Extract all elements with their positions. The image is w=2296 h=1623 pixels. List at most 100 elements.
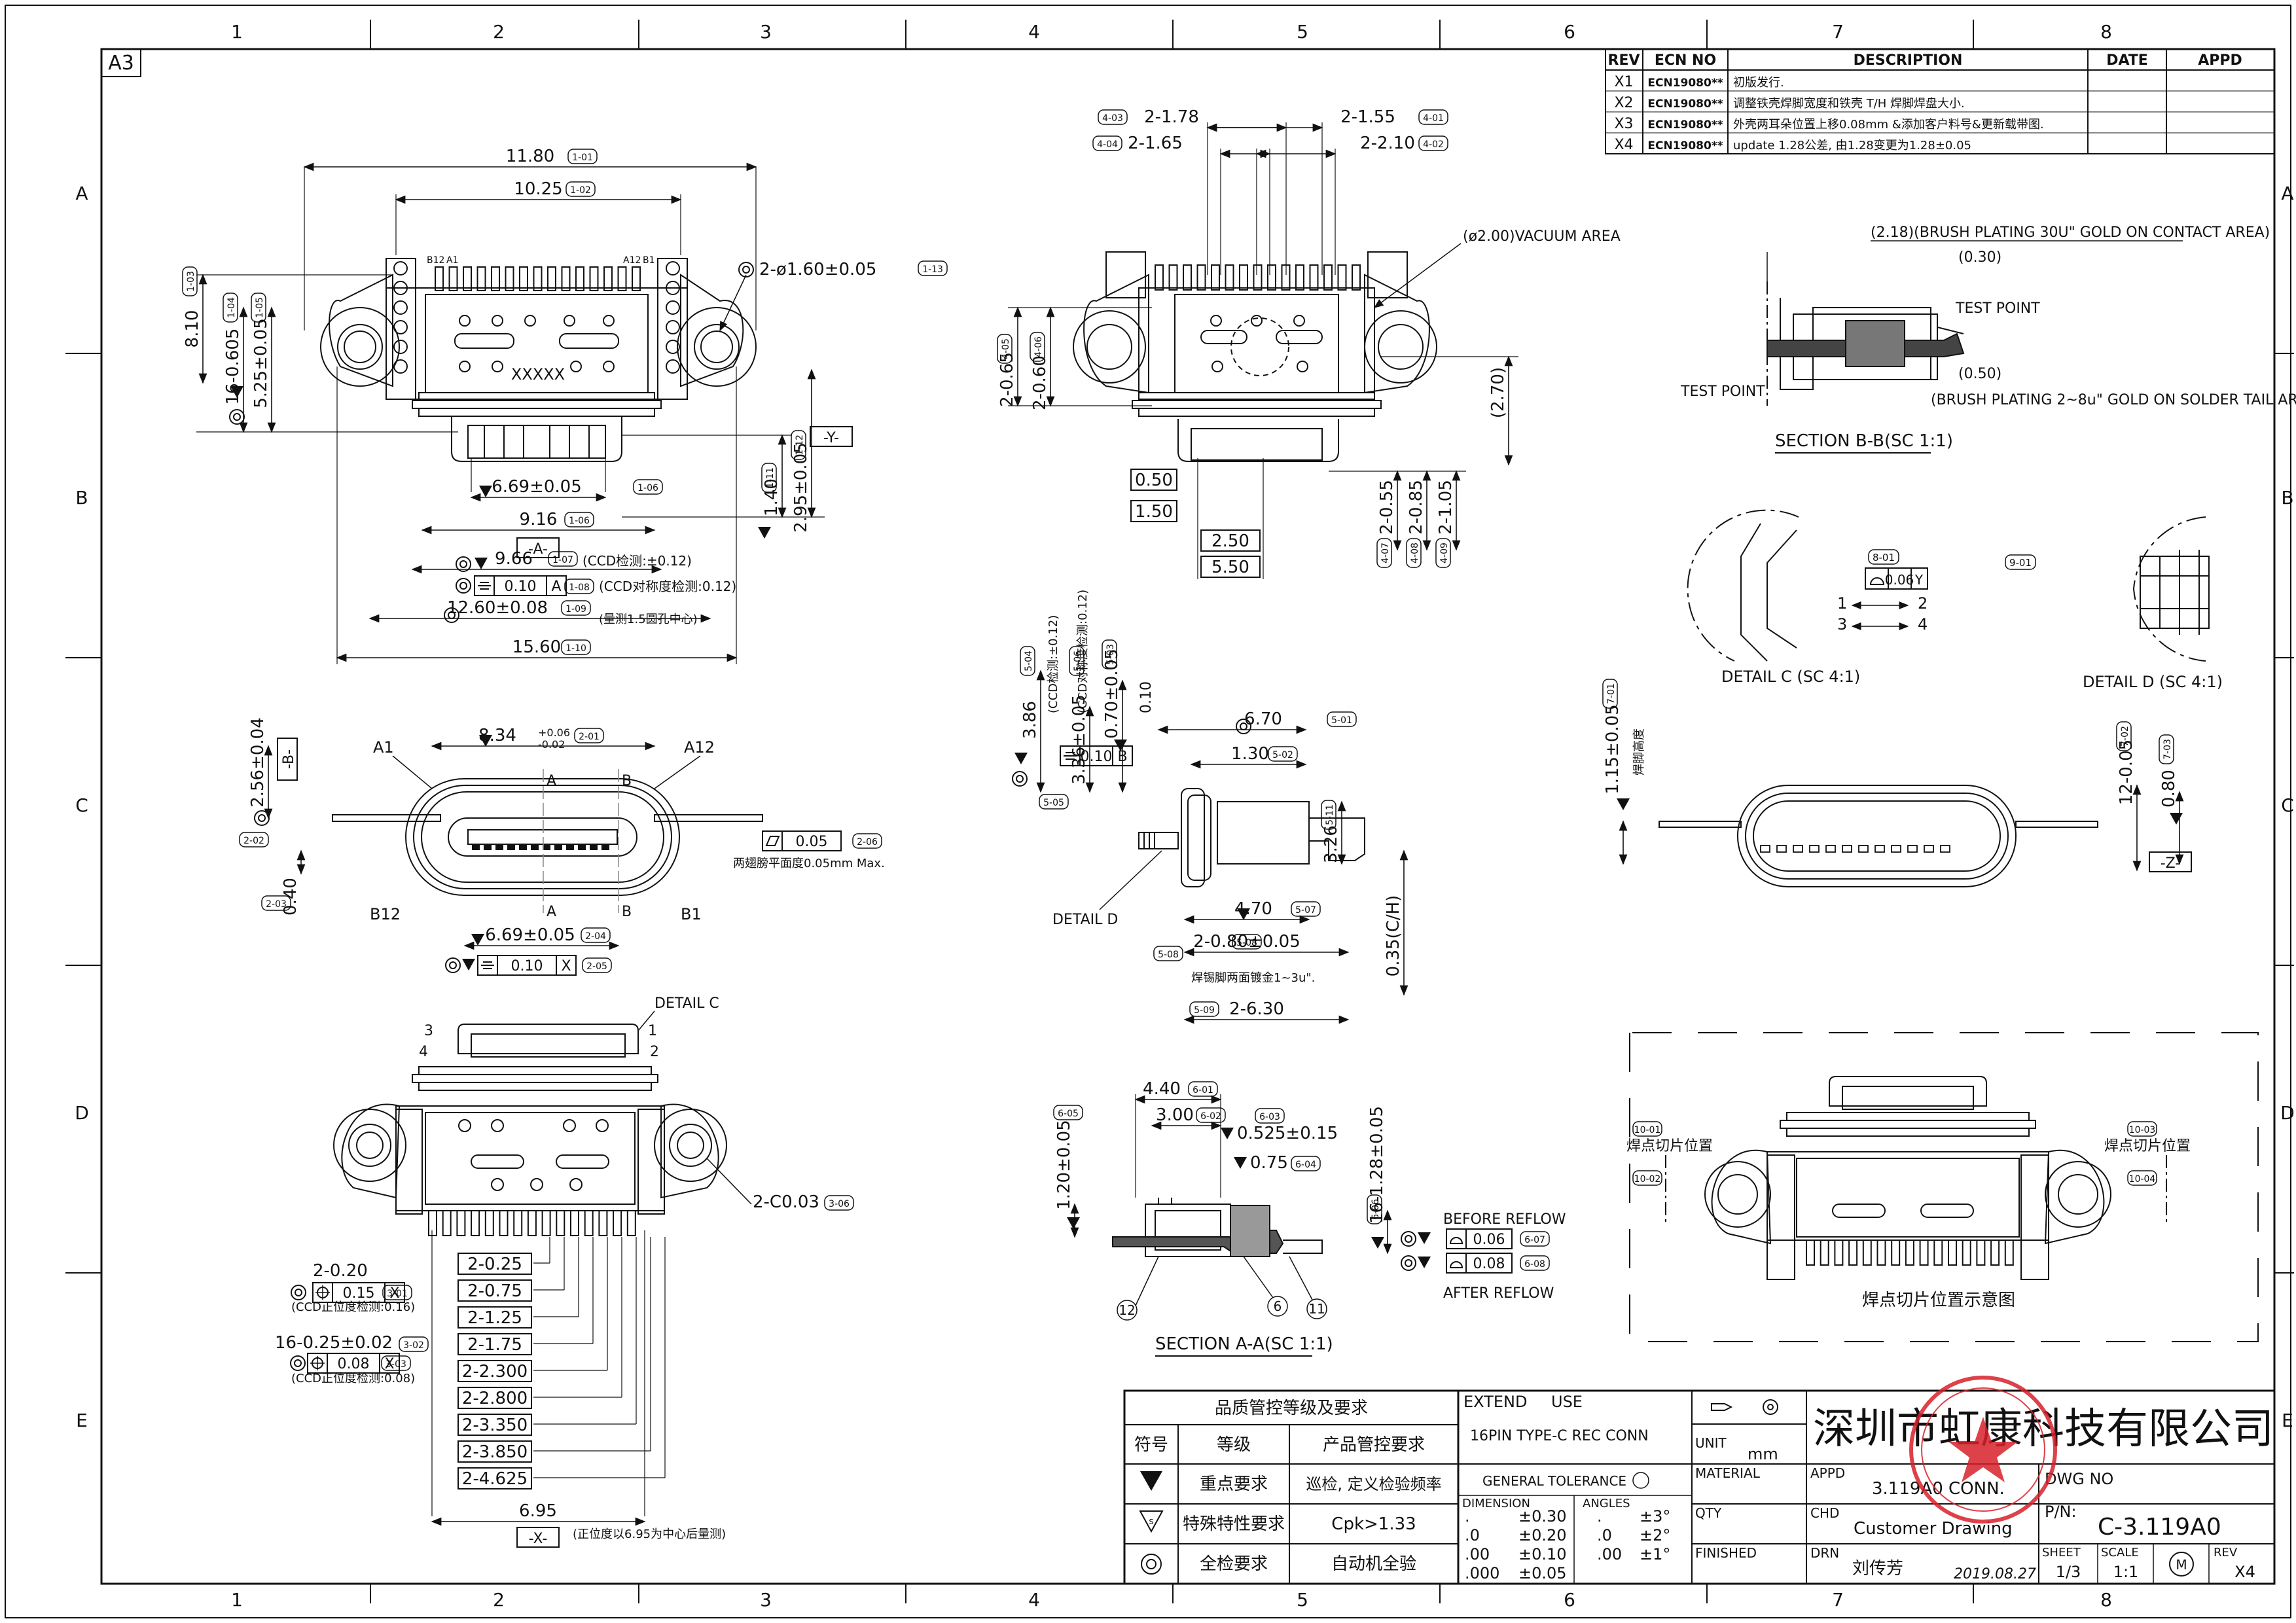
quality-req-2: Cpk>1.33 [1331, 1514, 1416, 1534]
rev-header-rev: REV [1608, 52, 1640, 69]
detail-d [2132, 516, 2210, 662]
tb-drawer: 刘传芳 [1852, 1559, 1903, 1578]
rev-code: X4 [1614, 137, 1633, 153]
dim-tag-text: 10-04 [2129, 1174, 2156, 1185]
position-note: (正位度以6.95为中心后量测) [573, 1527, 726, 1541]
dim-tag-text: 6-06 [1371, 1199, 1381, 1220]
grid-row-C: C [75, 794, 88, 816]
grid-row-E: E [2282, 1410, 2293, 1431]
ccd-note: (CCD对称度检测:0.12) [1076, 590, 1090, 713]
tb-dwg-label: DWG NO [2045, 1470, 2113, 1488]
dim-text: 4.40 [1143, 1079, 1181, 1099]
grid-col-7: 7 [1832, 21, 1844, 43]
grid-col-6: 6 [1564, 21, 1575, 43]
grid-row-B: B [2281, 487, 2293, 508]
dim-tag: 4-01 [1418, 109, 1448, 125]
grid-col-2: 2 [493, 21, 505, 43]
quality-h-grade: 等级 [1217, 1435, 1251, 1455]
grid-col-7: 7 [1832, 1589, 1844, 1611]
dim-tag-text: 6-05 [1058, 1109, 1079, 1119]
dim-text: 9.66 [495, 549, 533, 569]
bb-label-030: (0.30) [1958, 249, 2001, 266]
bottom-num-1: 1 [648, 1023, 657, 1039]
grid-row-D: D [2280, 1102, 2295, 1124]
fcf-tolerance: 0.06 [1473, 1232, 1505, 1248]
cut-caption: 焊点切片位置示意图 [1862, 1291, 2015, 1310]
dim-tag: 4-09 [1435, 538, 1451, 568]
detail-d-annotations: DETAIL D (SC 4:1) 9-01 [2005, 554, 2223, 691]
aa-before-reflow: BEFORE REFLOW [1443, 1211, 1566, 1228]
dim-tag: 2-03 [261, 895, 291, 911]
quality-req-3: 自动机全验 [1331, 1554, 1416, 1574]
tb-scale: 1:1 [2113, 1563, 2139, 1581]
dim-text: 2.95±0.05 [791, 442, 811, 533]
dim-tag-text: 2-01 [579, 732, 600, 742]
datum-label: -Y- [823, 430, 839, 446]
tb-product: 16PIN TYPE-C REC CONN [1470, 1428, 1649, 1444]
dim-tag: 5-03 [1102, 639, 1117, 669]
tb-appd: APPD [1810, 1465, 1845, 1481]
grid-col-4: 4 [1028, 21, 1040, 43]
ccd-note: (CCD对称度检测:0.12) [599, 579, 736, 594]
tb-tol-title: GENERAL TOLERANCE [1482, 1473, 1626, 1489]
dim-text: 6.70 [1244, 709, 1282, 729]
quality-req-1: 巡检, 定义检验频率 [1306, 1475, 1441, 1493]
grid-row-A: A [75, 183, 88, 204]
tb-use: USE [1551, 1393, 1583, 1411]
tb-rev: X4 [2234, 1563, 2255, 1581]
grid-row-B: B [75, 487, 88, 508]
grid-row-D: D [75, 1102, 89, 1124]
tb-pn: C-3.119A0 [2098, 1514, 2221, 1541]
dim-tag-text: 6-03 [1259, 1112, 1280, 1122]
quality-title: 品质管控等级及要求 [1215, 1399, 1368, 1418]
pitch-dim: 2-3.850 [462, 1442, 528, 1462]
rev-code: X1 [1614, 74, 1633, 90]
dim-text: 0.35(C/H) [1384, 895, 1403, 977]
dim-tag-text: 6-07 [1524, 1235, 1545, 1245]
dim-tag-text: 5-08 [1158, 950, 1179, 960]
title-block: EXTEND USE 16PIN TYPE-C REC CONN GENERAL… [1457, 1389, 2276, 1585]
dim-text: 2-0.65 [997, 352, 1017, 407]
measure-note: (量测1.5圆孔中心) [599, 613, 698, 626]
bottom-num-4: 4 [419, 1044, 428, 1060]
dim-tag-text: 1-07 [552, 555, 573, 565]
grid-col-1: 1 [231, 21, 243, 43]
end-pin-a12: A12 [684, 738, 715, 757]
aa-after-reflow: AFTER REFLOW [1443, 1285, 1554, 1302]
front-box-250: 2.50 [1211, 531, 1249, 551]
tol-dim-key: . [1465, 1507, 1470, 1525]
grid-col-6: 6 [1564, 1589, 1575, 1611]
tol-ang-val: ±1° [1640, 1545, 1670, 1563]
dim-tag-text: 5-04 [1024, 651, 1034, 671]
dim-text: 3.86 [1020, 701, 1040, 739]
quality-grade-3: 全检要求 [1200, 1554, 1268, 1574]
dim-tag-text: 4-06 [1033, 336, 1044, 357]
marking-text: XXXXX [511, 365, 565, 383]
dim-tag: 6-02 [1196, 1107, 1226, 1123]
dim-tag-text: 10-03 [2129, 1125, 2156, 1135]
fcf-tolerance: 0.10 [505, 579, 537, 595]
dim-tag: 5-08 [1232, 934, 1262, 950]
dim-tag-text: 4-07 [1380, 543, 1391, 563]
tb-unit-label: UNIT [1695, 1435, 1727, 1451]
grid-row-A: A [2281, 183, 2293, 204]
tol-ang-key: .0 [1597, 1526, 1612, 1544]
detail-c-num-1: 1 [1837, 594, 1847, 613]
fcf-tolerance: 0.05 [796, 834, 828, 850]
dim-tag-text: 3-02 [403, 1340, 424, 1351]
tb-finished: FINISHED [1695, 1545, 1757, 1561]
tol-dim-key: .000 [1465, 1564, 1499, 1582]
detail-c-tol: 0.06 [1885, 572, 1914, 588]
dim-tag-text: 6-01 [1193, 1085, 1213, 1096]
fcf-datum: X [384, 1356, 394, 1372]
quality-grade-2: 特殊特性要求 [1183, 1514, 1285, 1534]
dim-tag-text: 5-06 [1073, 651, 1083, 671]
dim-tag-text: 1-01 [572, 152, 593, 163]
grid-col-8: 8 [2100, 21, 2112, 43]
datum-label: -X- [529, 1531, 548, 1547]
tol-lower: -0.02 [538, 738, 565, 751]
dim-tag: 6-06 [1367, 1194, 1382, 1224]
fcf-datum: X [561, 958, 571, 974]
